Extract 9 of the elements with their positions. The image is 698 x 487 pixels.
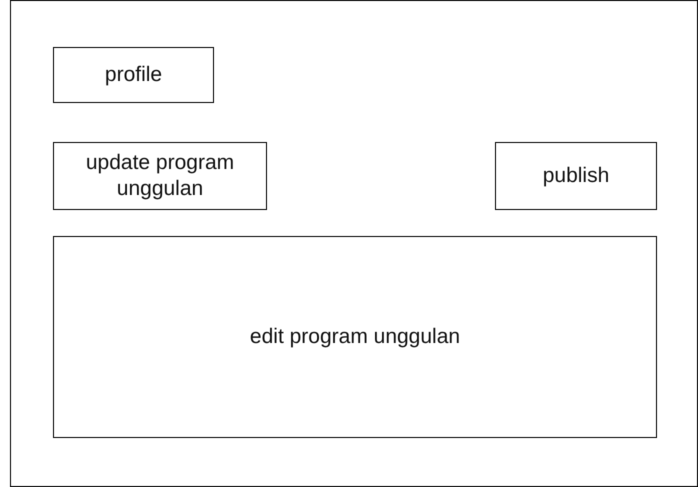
update-box [53,142,267,210]
profile-box [53,47,214,103]
node-label: update program unggulan [84,150,236,202]
node-label: publish [542,162,610,189]
node-label: profile [104,62,162,88]
wireframe-frame [10,0,698,487]
publish-box [495,142,657,210]
edit-panel [53,236,657,438]
node-label: edit program unggulan [250,324,460,350]
